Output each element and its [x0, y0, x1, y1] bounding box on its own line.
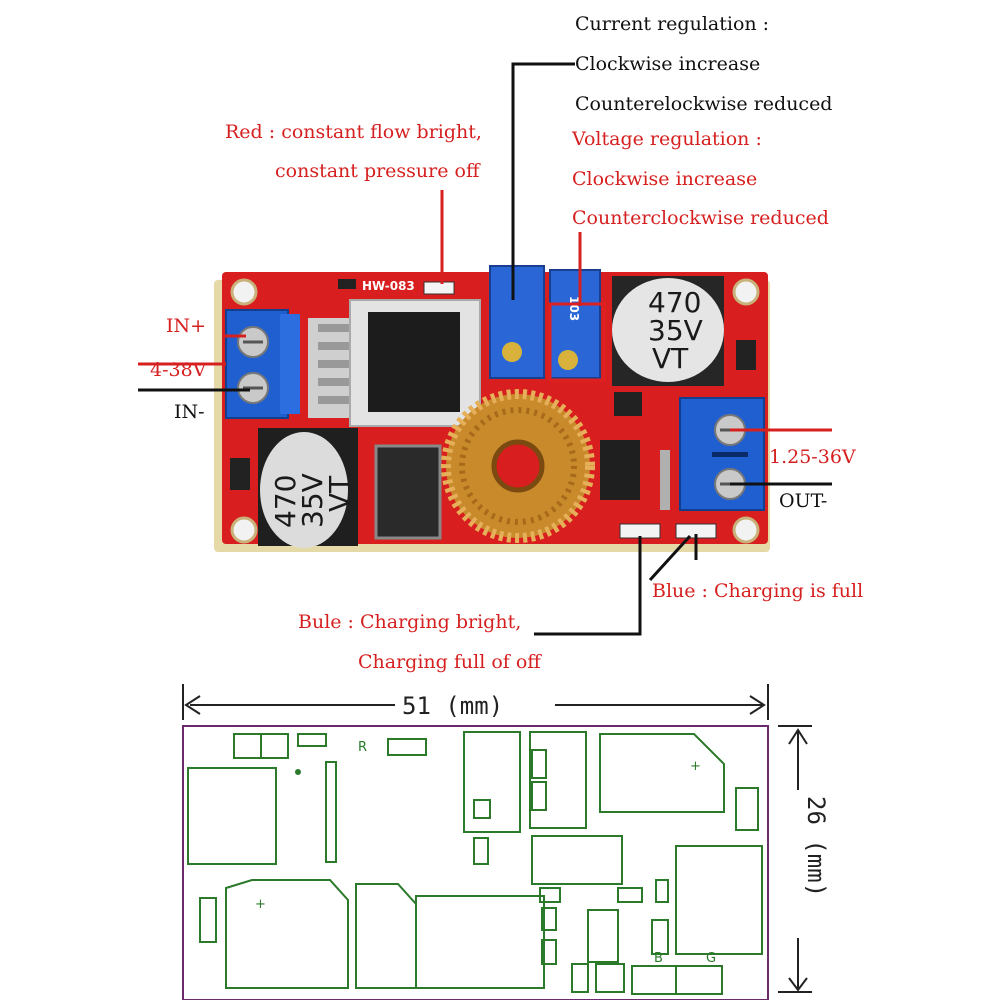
red-led-label-2: constant pressure off [275, 160, 481, 182]
plus-mark-bottom: + [255, 897, 266, 912]
cap-bottom-series: VT [323, 475, 356, 512]
schottky-diode [374, 444, 442, 540]
regulator-ic [308, 299, 481, 427]
footprints [187, 731, 763, 995]
height-dimension [778, 725, 812, 993]
pcb-board: HW-083 [214, 265, 770, 552]
red-led [423, 281, 455, 295]
out-range-label: 1.25-36V [769, 446, 856, 468]
red-led-label-1: Red : constant flow bright, [225, 121, 482, 143]
mounting-holes [230, 278, 760, 544]
pot-code: 103 [567, 296, 581, 321]
input-terminal [225, 309, 300, 419]
current-cw: Clockwise increase [575, 53, 760, 75]
bule-led-label-1: Bule : Charging bright, [298, 611, 521, 633]
board-outline [182, 725, 769, 1000]
cap-top-series: VT [652, 342, 689, 375]
width-dimension [182, 684, 769, 720]
in-plus-label: IN+ [166, 315, 206, 337]
blue-led-callout-line [648, 534, 692, 582]
voltage-cw: Clockwise increase [572, 168, 757, 190]
height-label: 26 (mm) [802, 796, 830, 897]
current-potentiometer [489, 265, 545, 379]
voltage-pot-highlight [548, 302, 606, 382]
current-callout-line [511, 62, 575, 300]
callout-lines [138, 62, 832, 636]
board-model: HW-083 [362, 279, 415, 293]
out-minus-label: OUT- [779, 490, 827, 512]
cap-top-value: 470 [648, 286, 701, 319]
in-minus-label: IN- [174, 401, 205, 423]
mark-b: B [654, 951, 663, 966]
output-terminal [679, 397, 765, 511]
bule-led-callout-line [534, 536, 642, 636]
toroid-inductor [441, 389, 595, 543]
current-ccw: Counterelockwise reduced [575, 93, 832, 115]
dimension-drawing: 51 (mm) 26 (mm) [182, 684, 830, 1000]
voltage-title: Voltage regulation : [571, 128, 762, 150]
in-range-label: 4-38V [150, 359, 207, 381]
voltage-ccw: Counterclockwise reduced [572, 207, 829, 229]
voltage-potentiometer: 103 [548, 269, 606, 382]
plus-mark-top: + [690, 759, 701, 774]
mark-g: G [706, 951, 716, 966]
current-title: Current regulation : [575, 13, 769, 35]
cap-top-voltage: 35V [648, 314, 703, 347]
capacitor-top: 470 35V VT [612, 276, 724, 386]
blue-led-label: Blue : Charging is full [652, 580, 863, 602]
charging-led [619, 523, 661, 539]
bule-led-label-2: Charging full of off [358, 651, 542, 673]
annotations: Current regulation : Clockwise increase … [150, 13, 863, 673]
cap-bottom-voltage: 35V [296, 473, 329, 528]
width-label: 51 (mm) [402, 692, 503, 720]
cap-bottom-value: 470 [269, 475, 302, 528]
mark-r: R [358, 740, 367, 755]
capacitor-bottom: 470 35V VT [258, 428, 358, 548]
